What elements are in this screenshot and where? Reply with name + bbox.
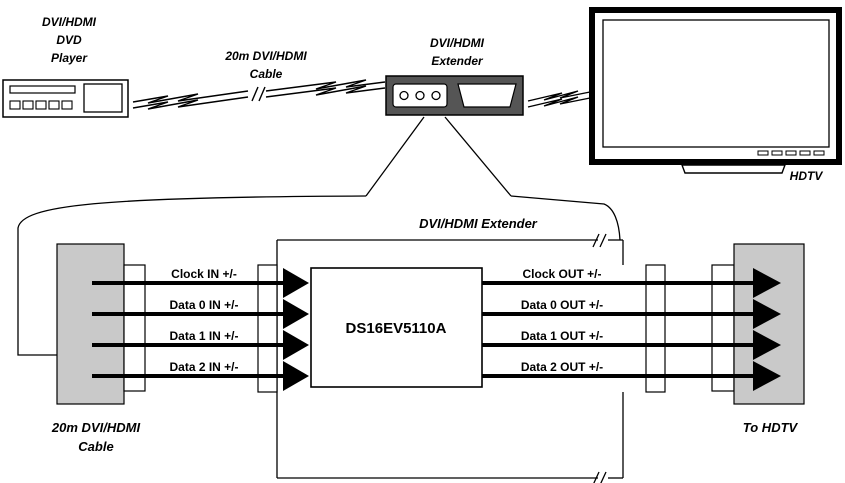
hdtv-cable (527, 90, 591, 108)
input-arrow (283, 299, 309, 329)
left-cable-label-line2: Cable (78, 439, 113, 454)
left-cable-plug (123, 264, 146, 392)
extender-device (385, 75, 524, 116)
chip-label: DS16EV5110A (346, 320, 447, 337)
top-cable (132, 79, 386, 110)
input-signal-label: Clock IN +/- (171, 267, 237, 281)
output-signal-label: Data 0 OUT +/- (521, 298, 603, 312)
dvd-player (2, 79, 129, 118)
zoom-callout (17, 116, 621, 356)
hdtv-label: HDTV (790, 169, 824, 183)
input-connector (257, 264, 278, 393)
output-arrow (753, 299, 781, 329)
input-arrow (283, 330, 309, 360)
extender-label-line1: DVI/HDMI (430, 36, 485, 50)
input-arrow (283, 268, 309, 298)
hdtv (589, 7, 842, 174)
dvd-label-line3: Player (51, 51, 88, 65)
extender-enclosure (276, 233, 624, 483)
extender-title: DVI/HDMI Extender (419, 216, 538, 231)
left-cable-label-line1: 20m DVI/HDMI (51, 420, 141, 435)
chip-box (310, 267, 483, 388)
top-cable-label-line2: Cable (250, 67, 283, 81)
extender-label-line2: Extender (431, 54, 484, 68)
input-signal-label: Data 0 IN +/- (169, 298, 238, 312)
output-signal-label: Data 1 OUT +/- (521, 329, 603, 343)
output-arrow (753, 361, 781, 391)
top-cable-label-line1: 20m DVI/HDMI (224, 49, 307, 63)
output-arrow (753, 268, 781, 298)
input-arrow (283, 361, 309, 391)
output-connector (645, 264, 666, 393)
right-label: To HDTV (743, 420, 799, 435)
dvd-label-line2: DVD (56, 33, 82, 47)
output-signal-label: Clock OUT +/- (522, 267, 601, 281)
left-cable-connector (56, 243, 125, 405)
output-signal-label: Data 2 OUT +/- (521, 360, 603, 374)
output-arrow (753, 330, 781, 360)
input-signal-label: Data 2 IN +/- (169, 360, 238, 374)
dvd-label-line1: DVI/HDMI (42, 15, 97, 29)
signal-lines: Clock IN +/- Clock OUT +/- Data 0 IN +/- Da… (92, 267, 781, 391)
input-signal-label: Data 1 IN +/- (169, 329, 238, 343)
